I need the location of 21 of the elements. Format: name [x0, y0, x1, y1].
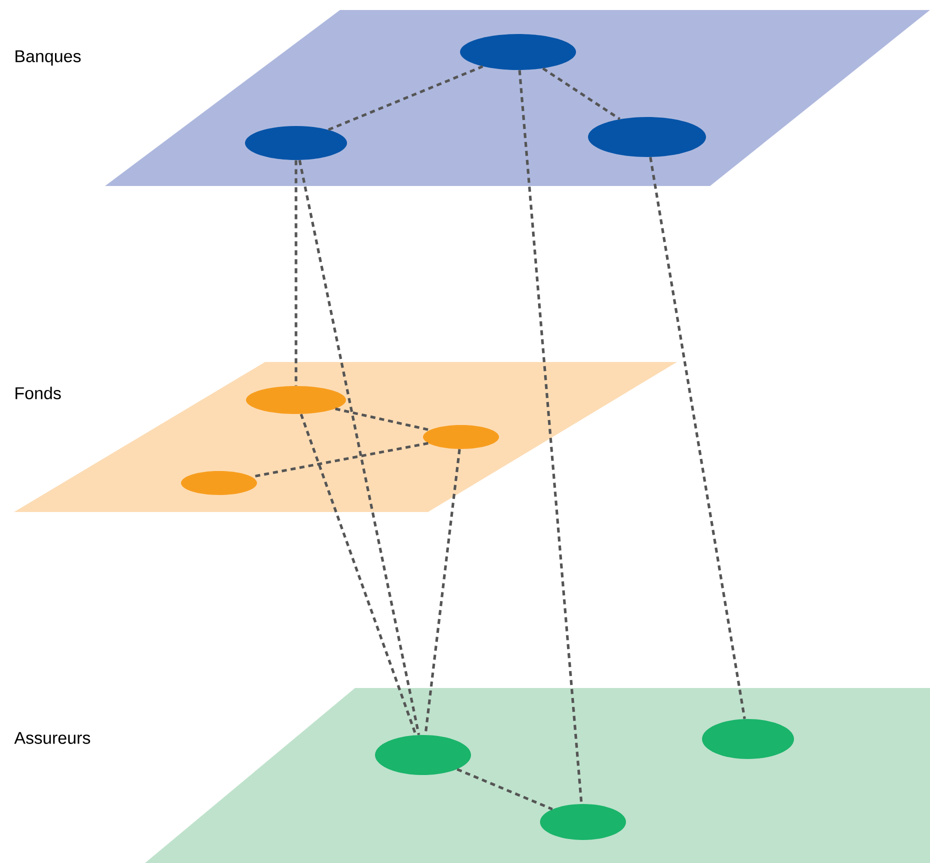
connection-line — [328, 65, 484, 131]
network-node — [460, 34, 576, 70]
network-node — [423, 425, 499, 449]
connection-line — [294, 160, 298, 386]
layer-label: Banques — [16, 50, 81, 66]
connection-line — [300, 414, 418, 736]
layer-label: Assureurs — [14, 732, 90, 744]
connection-line — [649, 156, 746, 720]
network-node — [702, 719, 794, 759]
connection-line — [542, 67, 620, 120]
network-node — [181, 471, 257, 495]
connection-line — [298, 160, 420, 736]
network-node — [588, 117, 706, 157]
network-node — [375, 735, 471, 775]
network-node — [245, 126, 347, 160]
connection-line — [456, 768, 553, 810]
layer-label: Fonds — [16, 386, 61, 400]
network-node — [246, 386, 346, 414]
connection-line — [518, 70, 583, 804]
connection-line — [335, 408, 430, 432]
network-node — [540, 804, 626, 840]
